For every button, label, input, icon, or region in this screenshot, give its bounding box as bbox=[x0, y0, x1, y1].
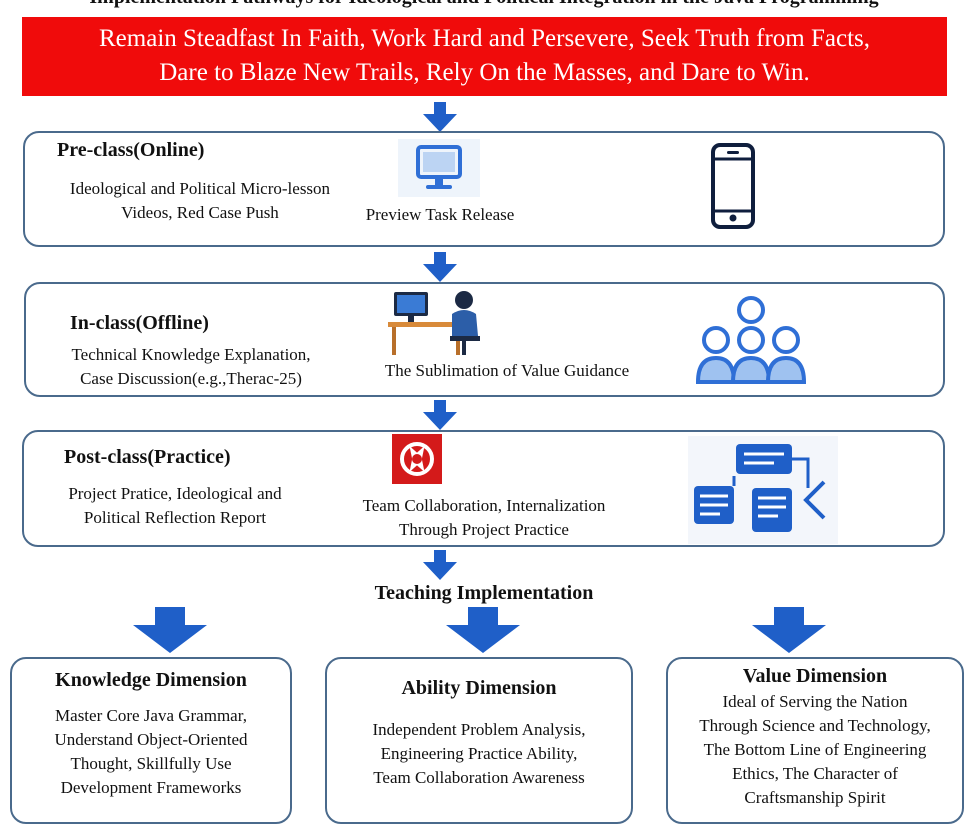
down-arrow-4 bbox=[423, 550, 457, 580]
dimension-line: Understand Object-Oriented bbox=[54, 730, 248, 749]
dimension-title: Knowledge Dimension bbox=[55, 669, 247, 691]
knowledge-dimension-box: Knowledge Dimension Master Core Java Gra… bbox=[10, 657, 292, 824]
stage-middle-text: The Sublimation of Value Guidance bbox=[384, 361, 630, 380]
stage-middle-text: Team Collaboration, Internalization Thro… bbox=[324, 494, 644, 542]
value-dimension-box: Value Dimension Ideal of Serving the Nat… bbox=[666, 657, 964, 824]
description-line: Political Reflection Report bbox=[83, 508, 267, 527]
dimension-line: Craftsmanship Spirit bbox=[744, 788, 886, 807]
stage-description: Technical Knowledge Explanation, Case Di… bbox=[36, 343, 346, 391]
smartphone-icon bbox=[711, 143, 755, 229]
down-arrow-ability bbox=[446, 607, 520, 653]
ability-dimension-box: Ability Dimension Independent Problem An… bbox=[325, 657, 633, 824]
motto-line-2: Dare to Blaze New Trails, Rely On the Ma… bbox=[159, 59, 810, 86]
dimension-line: Engineering Practice Ability, bbox=[380, 744, 578, 763]
dimension-line: The Bottom Line of Engineering bbox=[703, 740, 927, 759]
down-arrow-2 bbox=[423, 252, 457, 282]
red-logo-icon bbox=[392, 434, 442, 484]
stage-title: Post-class(Practice) bbox=[64, 446, 231, 468]
stage-description: Ideological and Political Micro-lesson V… bbox=[37, 177, 363, 225]
middle-line: Through Project Practice bbox=[399, 520, 569, 539]
dimension-body: Ideal of Serving the Nation Through Scie… bbox=[668, 690, 962, 810]
description-line: Technical Knowledge Explanation, bbox=[71, 345, 311, 364]
down-arrow-value bbox=[752, 607, 826, 653]
workflow-documents-icon bbox=[688, 436, 838, 544]
dimension-body: Independent Problem Analysis, Engineerin… bbox=[327, 718, 631, 790]
dimension-line: Ethics, The Character of bbox=[732, 764, 898, 783]
down-arrow-3 bbox=[423, 400, 457, 430]
dimension-line: Independent Problem Analysis, bbox=[372, 720, 586, 739]
dimension-line: Through Science and Technology, bbox=[699, 716, 931, 735]
dimension-line: Master Core Java Grammar, bbox=[55, 706, 247, 725]
stage-middle-text: Preview Task Release bbox=[365, 205, 515, 224]
clipped-heading: Implementation Pathways for Ideological … bbox=[0, 0, 968, 9]
dimension-line: Development Frameworks bbox=[60, 778, 242, 797]
down-arrow-knowledge bbox=[133, 607, 207, 653]
dimension-line: Ideal of Serving the Nation bbox=[722, 692, 908, 711]
middle-line: Team Collaboration, Internalization bbox=[362, 496, 606, 515]
stage-in-class: In-class(Offline) Technical Knowledge Ex… bbox=[24, 282, 945, 397]
motto-line-1: Remain Steadfast In Faith, Work Hard and… bbox=[99, 25, 870, 52]
description-line: Videos, Red Case Push bbox=[121, 203, 279, 222]
dimension-line: Thought, Skillfully Use bbox=[70, 754, 232, 773]
stage-post-class: Post-class(Practice) Project Pratice, Id… bbox=[22, 430, 945, 547]
person-at-desk-icon bbox=[388, 291, 480, 355]
dimension-title: Ability Dimension bbox=[401, 677, 557, 699]
stage-description: Project Pratice, Ideological and Politic… bbox=[30, 482, 320, 530]
description-line: Ideological and Political Micro-lesson bbox=[69, 179, 331, 198]
dimension-body: Master Core Java Grammar, Understand Obj… bbox=[12, 704, 290, 800]
teaching-implementation-label: Teaching Implementation bbox=[374, 582, 594, 604]
description-line: Case Discussion(e.g.,Therac-25) bbox=[80, 369, 302, 388]
dimension-line: Team Collaboration Awareness bbox=[373, 768, 585, 787]
stage-title: In-class(Offline) bbox=[70, 312, 209, 334]
group-people-icon bbox=[695, 296, 807, 384]
down-arrow-1 bbox=[423, 102, 457, 132]
stage-pre-class: Pre-class(Online) Ideological and Politi… bbox=[23, 131, 945, 247]
dimension-title: Value Dimension bbox=[742, 665, 888, 687]
monitor-icon bbox=[398, 139, 480, 197]
description-line: Project Pratice, Ideological and bbox=[68, 484, 282, 503]
stage-title: Pre-class(Online) bbox=[57, 139, 205, 161]
motto-banner: Remain Steadfast In Faith, Work Hard and… bbox=[22, 17, 947, 96]
